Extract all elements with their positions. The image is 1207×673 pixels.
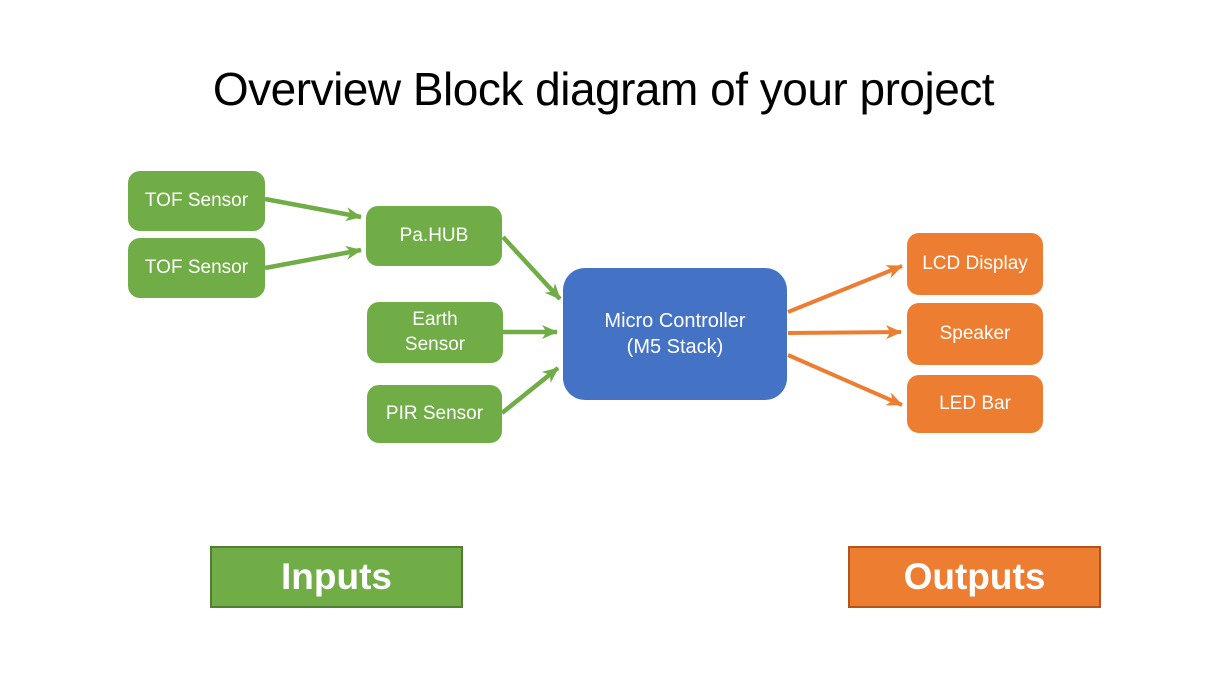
arrow-controller-to-speaker <box>787 325 902 340</box>
node-tof-sensor-2: TOF Sensor <box>128 238 265 298</box>
node-earth-sensor: Earth Sensor <box>367 302 503 363</box>
node-pahub-label: Pa.HUB <box>399 224 469 246</box>
node-tof-sensor-1-label: TOF Sensor <box>144 189 249 211</box>
node-pir-sensor-label: PIR Sensor <box>385 402 484 424</box>
node-speaker: Speaker <box>907 303 1043 365</box>
arrow-tof2-to-pahub <box>264 245 362 271</box>
node-lcd-display: LCD Display <box>907 233 1043 295</box>
node-tof-sensor-1: TOF Sensor <box>128 171 265 231</box>
node-micro-controller: Micro Controller (M5 Stack) <box>563 268 787 400</box>
page-title: Overview Block diagram of your project <box>212 63 995 115</box>
node-micro-controller-label: Micro Controller (M5 Stack) <box>604 310 746 358</box>
legend-outputs-label: Outputs <box>903 556 1046 597</box>
node-led-bar: LED Bar <box>907 375 1043 433</box>
arrow-pahub-to-controller <box>501 235 562 301</box>
legend-inputs: Inputs <box>210 546 463 608</box>
arrow-pir-to-controller <box>500 366 560 415</box>
node-pahub: Pa.HUB <box>366 206 502 266</box>
node-led-bar-label: LED Bar <box>939 392 1011 414</box>
arrow-tof1-to-pahub <box>264 196 362 222</box>
node-tof-sensor-2-label: TOF Sensor <box>144 256 249 278</box>
arrow-controller-to-lcd <box>787 264 903 314</box>
node-earth-sensor-label: Earth Sensor <box>404 308 466 355</box>
legend-outputs: Outputs <box>848 546 1101 608</box>
arrow-controller-to-led <box>787 353 903 407</box>
node-pir-sensor: PIR Sensor <box>367 385 502 443</box>
node-lcd-display-label: LCD Display <box>922 252 1028 274</box>
legend-inputs-label: Inputs <box>281 556 392 597</box>
node-speaker-label: Speaker <box>939 322 1011 344</box>
